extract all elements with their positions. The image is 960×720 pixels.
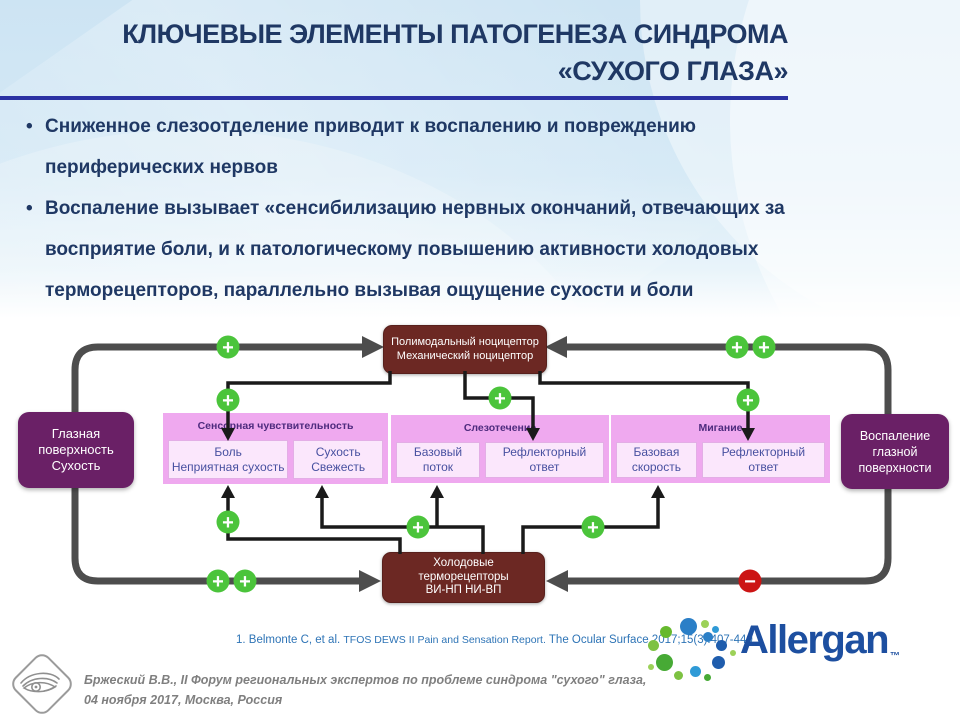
- cold-box-line3: ВИ-НП НИ-ВП: [425, 584, 502, 597]
- svg-text:+: +: [412, 517, 424, 539]
- bullet-item: • Сниженное слезоотделение приводит к во…: [26, 106, 848, 188]
- svg-text:+: +: [587, 517, 599, 539]
- inner-line: поток: [422, 460, 454, 474]
- plus-icon: +: [488, 386, 512, 410]
- footer-line1: Бржеский В.В., II Форум региональных экс…: [84, 673, 647, 687]
- trademark-symbol: ™: [890, 651, 901, 662]
- dryness-freshness-box: Сухость Свежесть: [293, 440, 383, 479]
- right-box-line2: глазной: [872, 444, 918, 459]
- inner-line: Базовая: [633, 445, 680, 459]
- inner-line: Свежесть: [311, 459, 366, 474]
- pain-unpleasant-dryness-box: Боль Неприятная сухость: [168, 440, 289, 479]
- right-box-line1: Воспаление: [859, 428, 931, 443]
- arrowhead-right-icon: [362, 336, 384, 358]
- basal-rate-box: Базовая скорость: [616, 442, 697, 478]
- group-title: Мигание: [611, 415, 830, 442]
- inner-line: скорость: [631, 460, 681, 474]
- footer-credit: Бржеский В.В., II Форум региональных экс…: [84, 670, 784, 710]
- plus-icon: +: [216, 335, 240, 359]
- group-title-text: Слезотечение: [463, 422, 537, 435]
- svg-text:+: +: [742, 390, 754, 412]
- plus-icon: +: [725, 335, 749, 359]
- svg-text:+: +: [731, 337, 743, 359]
- inner-line: ответ: [748, 460, 779, 474]
- background-arc: [730, 0, 960, 318]
- ocular-surface-inflammation-box: Воспаление глазной поверхности: [841, 414, 949, 489]
- page-title: КЛЮЧЕВЫЕ ЭЛЕМЕНТЫ ПАТОГЕНЕЗА СИНДРОМА «С…: [0, 16, 788, 90]
- arrowhead-right-icon: [359, 570, 381, 592]
- bullet-dot-icon: •: [26, 198, 33, 219]
- svg-text:−: −: [744, 571, 756, 593]
- inner-line: Рефлекторный: [502, 445, 587, 459]
- inner-line: Боль: [214, 444, 242, 459]
- inner-line: Рефлекторный: [721, 445, 806, 459]
- allergan-dots-icon: [648, 618, 742, 682]
- left-box-line1: Глазная: [51, 426, 101, 441]
- header-background: [0, 0, 960, 318]
- plus-icon: +: [581, 515, 605, 539]
- svg-text:+: +: [212, 571, 224, 593]
- plus-icon: +: [216, 388, 240, 412]
- inner-line: Неприятная сухость: [171, 459, 285, 474]
- footer-line2: 04 ноября 2017, Москва, Россия: [84, 693, 283, 707]
- inner-line: Базовый: [413, 445, 463, 459]
- group-boxes: Базовый поток Рефлекторный ответ: [391, 442, 609, 483]
- group-title-text: Мигание: [698, 422, 743, 435]
- brand-text: Allergan: [740, 618, 890, 662]
- svg-text:+: +: [494, 388, 506, 410]
- nociceptor-box: Полимодальный ноцицептор Механический но…: [383, 325, 547, 374]
- group-title: Слезотечение: [391, 415, 609, 442]
- left-box-line2: поверхность: [38, 442, 114, 457]
- group-title: Сенсорная чувствительность: [163, 413, 388, 440]
- arrowhead-left-icon: [545, 336, 567, 358]
- arrowhead-left-icon: [546, 570, 568, 592]
- reflex-response-box: Рефлекторный ответ: [484, 442, 604, 478]
- nociceptor-line2: Механический ноцицептор: [396, 349, 534, 362]
- group-blinking: Мигание Базовая скорость Рефлекторный от…: [611, 415, 830, 483]
- plus-icon: +: [736, 388, 760, 412]
- title-underline: [0, 96, 788, 100]
- group-title-text: Сенсорная чувствительность: [197, 420, 354, 433]
- reflex-response-box: Рефлекторный ответ: [701, 442, 825, 478]
- left-box-line3: Сухость: [51, 458, 101, 473]
- plus-icon: +: [206, 569, 230, 593]
- bullet-text: Сниженное слезоотделение приводит к восп…: [45, 116, 697, 178]
- eye-icon: [18, 670, 62, 703]
- minus-icon: −: [738, 569, 762, 593]
- right-box-line3: поверхности: [858, 460, 932, 475]
- svg-text:+: +: [222, 390, 234, 412]
- group-boxes: Боль Неприятная сухость Сухость Свежесть: [163, 440, 388, 484]
- group-sensory-sensitivity: Сенсорная чувствительность Боль Неприятн…: [163, 413, 388, 484]
- bullet-dot-icon: •: [26, 116, 33, 137]
- citation-part2: TFOS DEWS II Pain and Sensation Report.: [343, 634, 546, 646]
- plus-icon: +: [406, 515, 430, 539]
- plus-icon: +: [216, 510, 240, 534]
- cold-thermoreceptors-box: Холодовые терморецепторы ВИ-НП НИ-ВП: [382, 552, 545, 603]
- group-boxes: Базовая скорость Рефлекторный ответ: [611, 442, 830, 483]
- bullet-item: • Воспаление вызывает «сенсибилизацию не…: [26, 188, 848, 311]
- nociceptor-line1: Полимодальный ноцицептор: [391, 336, 539, 348]
- bullet-list: • Сниженное слезоотделение приводит к во…: [26, 106, 848, 311]
- citation-part1: 1. Belmonte C, et al.: [236, 634, 344, 646]
- svg-text:+: +: [239, 571, 251, 593]
- bullet-text: Воспаление вызывает «сенсибилизацию нерв…: [45, 198, 785, 301]
- ocular-surface-dryness-box: Глазная поверхность Сухость: [18, 412, 134, 488]
- plus-icon: +: [233, 569, 257, 593]
- title-line1: КЛЮЧЕВЫЕ ЭЛЕМЕНТЫ ПАТОГЕНЕЗА СИНДРОМА: [122, 19, 788, 49]
- svg-text:+: +: [758, 337, 770, 359]
- title-line2: «СУХОГО ГЛАЗА»: [557, 56, 789, 86]
- group-tearing: Слезотечение Базовый поток Рефлекторный …: [391, 415, 609, 483]
- cold-box-line1: Холодовые: [433, 557, 494, 570]
- inner-line: Сухость: [315, 444, 361, 459]
- basal-flow-box: Базовый поток: [396, 442, 480, 478]
- cold-box-line2: терморецепторы: [418, 570, 509, 583]
- inner-line: ответ: [529, 460, 560, 474]
- svg-text:+: +: [222, 337, 234, 359]
- svg-text:+: +: [222, 512, 234, 534]
- plus-icon: +: [752, 335, 776, 359]
- conference-eye-logo: [6, 650, 78, 720]
